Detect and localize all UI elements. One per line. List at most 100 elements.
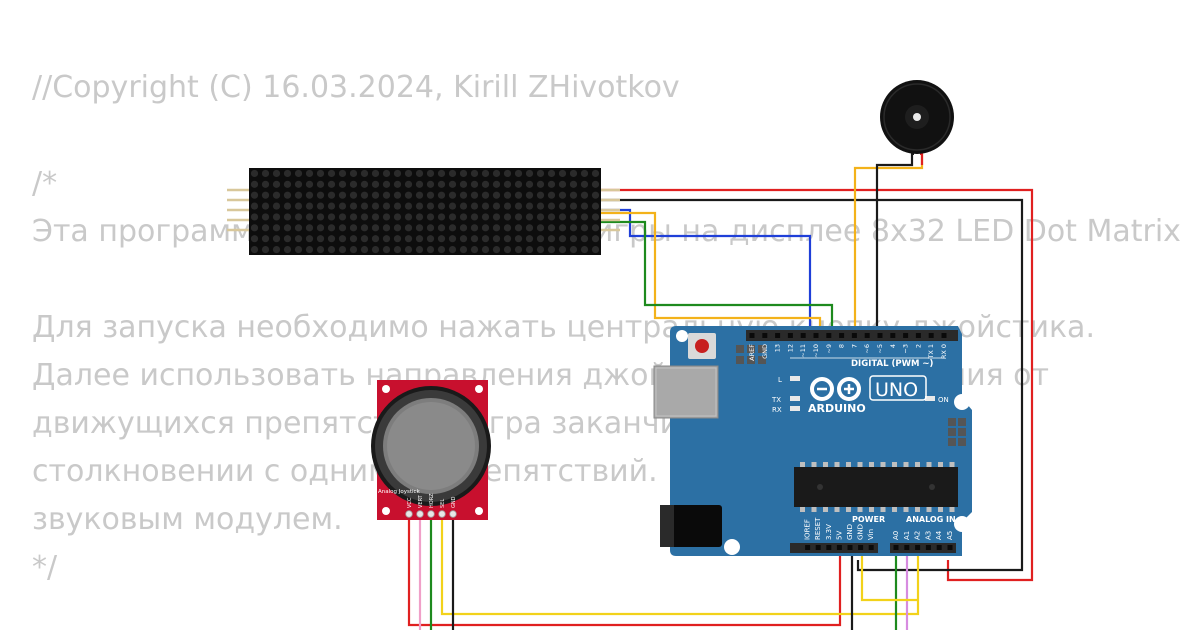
matrix-led	[305, 180, 314, 188]
power-pin-hole[interactable]	[858, 545, 864, 550]
digital-pin-label: 8	[838, 344, 846, 348]
matrix-led	[382, 169, 391, 178]
matrix-led	[448, 235, 457, 243]
matrix-led	[371, 180, 380, 188]
matrix-dots	[250, 169, 600, 254]
matrix-led	[558, 213, 567, 221]
matrix-led	[503, 180, 512, 188]
matrix-led	[558, 235, 567, 243]
digital-pin-hole[interactable]	[864, 333, 870, 338]
matrix-led	[250, 180, 259, 188]
digital-pin-hole[interactable]	[941, 333, 947, 338]
digital-pin-hole[interactable]	[762, 333, 768, 338]
matrix-led	[481, 245, 490, 254]
matrix-led	[261, 180, 270, 188]
joystick-pin-pad[interactable]	[427, 510, 435, 518]
digital-pin-hole[interactable]	[877, 333, 883, 338]
matrix-led	[492, 169, 501, 178]
digital-pin-hole[interactable]	[839, 333, 845, 338]
matrix-led	[272, 180, 281, 188]
matrix-led	[569, 213, 578, 221]
digital-pin-hole[interactable]	[903, 333, 909, 338]
matrix-led	[547, 180, 556, 188]
joystick-pin-pad[interactable]	[416, 510, 424, 518]
chip-leg	[880, 462, 886, 467]
analog-header-label: ANALOG IN	[906, 515, 956, 524]
joystick-label: Analog Joystick	[378, 489, 421, 495]
matrix-led	[272, 224, 281, 232]
matrix-led	[514, 224, 523, 232]
analog-pin-hole[interactable]	[904, 545, 910, 550]
analog-pin-hole[interactable]	[893, 545, 899, 550]
matrix-led	[404, 191, 413, 199]
matrix-led	[371, 202, 380, 210]
matrix-led	[349, 245, 358, 254]
power-pin-hole[interactable]	[847, 545, 853, 550]
matrix-led	[305, 191, 314, 199]
power-pin-label: 3.3V	[825, 524, 833, 540]
matrix-led	[404, 202, 413, 210]
matrix-led	[393, 224, 402, 232]
power-pin-hole[interactable]	[868, 545, 874, 550]
matrix-led	[327, 245, 336, 254]
digital-pin-hole[interactable]	[826, 333, 832, 338]
power-pin-hole[interactable]	[815, 545, 821, 550]
matrix-led	[470, 245, 479, 254]
power-pin-hole[interactable]	[805, 545, 811, 550]
matrix-led	[360, 224, 369, 232]
matrix-led	[327, 235, 336, 243]
mounting-hole	[954, 516, 970, 532]
matrix-led	[591, 202, 600, 210]
digital-pin-hole[interactable]	[890, 333, 896, 338]
matrix-led	[250, 191, 259, 199]
digital-pin-hole[interactable]	[749, 333, 755, 338]
matrix-led	[514, 180, 523, 188]
chip-leg	[846, 462, 851, 467]
digital-pin-hole[interactable]	[813, 333, 819, 338]
digital-pin-hole[interactable]	[775, 333, 781, 338]
matrix-led	[283, 180, 292, 188]
matrix-led	[316, 180, 325, 188]
digital-pin-label: GND	[761, 344, 769, 359]
digital-pin-hole[interactable]	[851, 333, 857, 338]
matrix-led	[448, 245, 457, 254]
analog-pin-hole[interactable]	[925, 545, 931, 550]
matrix-led	[536, 191, 545, 199]
chip-leg	[857, 507, 863, 512]
matrix-led	[470, 202, 479, 210]
matrix-led	[492, 224, 501, 232]
matrix-led	[250, 213, 259, 221]
matrix-led	[448, 224, 457, 232]
power-pin-hole[interactable]	[826, 545, 832, 550]
matrix-led	[283, 224, 292, 232]
analog-pin-hole[interactable]	[915, 545, 921, 550]
joystick-pin-pad[interactable]	[449, 510, 457, 518]
matrix-led	[569, 235, 578, 243]
matrix-led	[316, 235, 325, 243]
led-tx-label: TX	[771, 396, 781, 404]
chip-leg	[938, 462, 943, 467]
matrix-led	[591, 191, 600, 199]
analog-pin-hole[interactable]	[936, 545, 942, 550]
uno-badge	[869, 375, 927, 401]
analog-pin-hole[interactable]	[947, 545, 953, 550]
chip-leg	[903, 507, 909, 512]
power-pin-hole[interactable]	[836, 545, 842, 550]
matrix-panel	[249, 168, 601, 255]
matrix-led	[459, 180, 468, 188]
joystick-pin-label: GND	[451, 496, 457, 508]
matrix-led	[525, 213, 534, 221]
matrix-led	[580, 245, 589, 254]
digital-pin-hole[interactable]	[800, 333, 806, 338]
joystick-pin-pad[interactable]	[405, 510, 413, 518]
digital-pin-hole[interactable]	[915, 333, 921, 338]
matrix-led	[305, 224, 314, 232]
joystick-pin-pad[interactable]	[438, 510, 446, 518]
digital-pin-hole[interactable]	[787, 333, 793, 338]
digital-pin-hole[interactable]	[928, 333, 934, 338]
bottom-pin-holes	[805, 545, 953, 550]
matrix-led	[316, 245, 325, 254]
matrix-led	[261, 169, 270, 178]
matrix-led	[536, 180, 545, 188]
matrix-led	[327, 202, 336, 210]
